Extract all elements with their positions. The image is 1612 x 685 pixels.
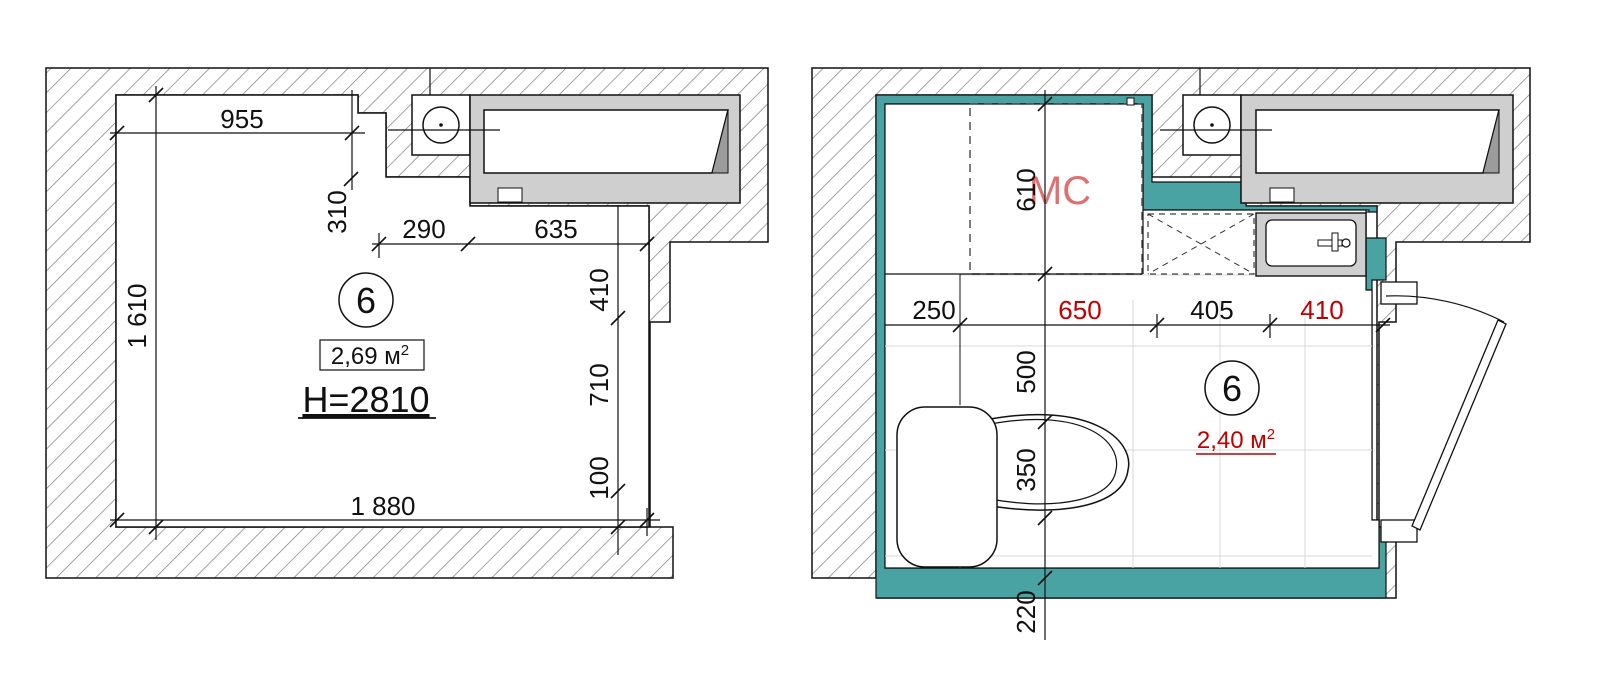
before-room-number: 6 [356, 280, 376, 321]
after-plan: МС [811, 67, 1531, 640]
dim-310: 310 [322, 190, 352, 233]
dim-500: 500 [1011, 350, 1041, 393]
before-area-box [319, 339, 425, 371]
dim-405: 405 [1190, 295, 1233, 325]
dim-250: 250 [912, 295, 955, 325]
after-dimensions: 610 500 350 220 250 650 405 410 [885, 90, 1391, 640]
after-area: 2,40 м2 [1197, 426, 1275, 454]
dim-610: 610 [1011, 168, 1041, 211]
dim-650: 650 [1058, 295, 1101, 325]
toilet [896, 406, 1130, 568]
dim-710: 710 [584, 363, 614, 406]
before-dimensions: 955 310 1 610 290 635 410 710 100 [109, 86, 660, 555]
dim-290: 290 [402, 214, 445, 244]
before-fixtures [388, 68, 741, 204]
after-room-number-circle [1204, 360, 1260, 416]
before-height: H=2810 [302, 379, 429, 420]
before-plan: 955 310 1 610 290 635 410 710 100 [45, 67, 769, 579]
before-area: 2,69 м2 [331, 342, 409, 370]
dim-635: 635 [534, 214, 577, 244]
dim-410-red: 410 [1300, 295, 1343, 325]
dim-220: 220 [1011, 590, 1041, 633]
ms-label: МС [1029, 169, 1091, 213]
after-room-number: 6 [1222, 368, 1242, 409]
dim-1880: 1 880 [350, 491, 415, 521]
dim-100: 100 [584, 456, 614, 499]
toilet-tank [896, 406, 998, 568]
bathtub-basin [483, 109, 729, 174]
after-fixtures-top [1160, 68, 1514, 204]
before-room-number-circle [338, 272, 394, 328]
dim-350: 350 [1011, 448, 1041, 491]
dim-410: 410 [584, 268, 614, 311]
dim-1610: 1 610 [122, 283, 152, 348]
door [1380, 281, 1507, 543]
dim-955: 955 [220, 104, 263, 134]
sink [1255, 212, 1367, 277]
shower-tray [1147, 213, 1255, 275]
